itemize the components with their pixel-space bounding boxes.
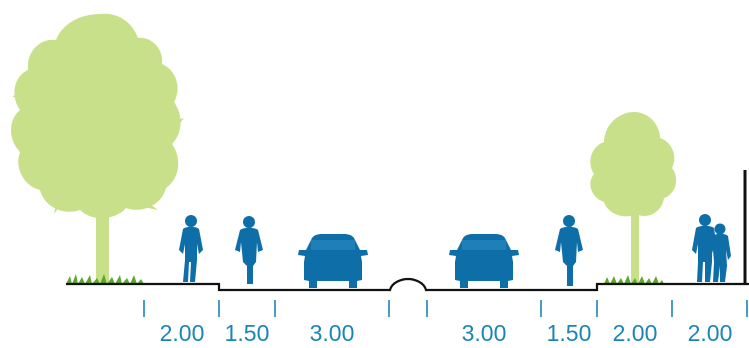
dimension-right-sidewalk: 2.00 — [688, 320, 733, 346]
tree-small-icon — [590, 112, 677, 284]
car-front-left-icon — [298, 234, 368, 288]
dimension-right-planting-strip: 2.00 — [613, 320, 658, 346]
tree-large-icon — [11, 13, 184, 284]
dimension-left-bike-lane: 1.50 — [225, 320, 270, 346]
pedestrian-pair-icon — [692, 214, 731, 282]
car-front-right-icon — [449, 234, 519, 288]
dimension-right-bike-lane: 1.50 — [547, 320, 592, 346]
dimension-right-travel-lane: 3.00 — [462, 320, 507, 346]
cyclist-right-icon — [555, 215, 583, 286]
cyclist-left-icon — [235, 216, 263, 284]
ground-profile — [66, 170, 749, 292]
dimension-left-travel-lane: 3.00 — [310, 320, 355, 346]
dimension-ticks — [143, 300, 748, 317]
dimension-left-sidewalk: 2.00 — [160, 320, 205, 346]
grass-right — [604, 275, 664, 284]
grass-left — [66, 274, 144, 284]
pedestrian-icon — [179, 215, 203, 282]
